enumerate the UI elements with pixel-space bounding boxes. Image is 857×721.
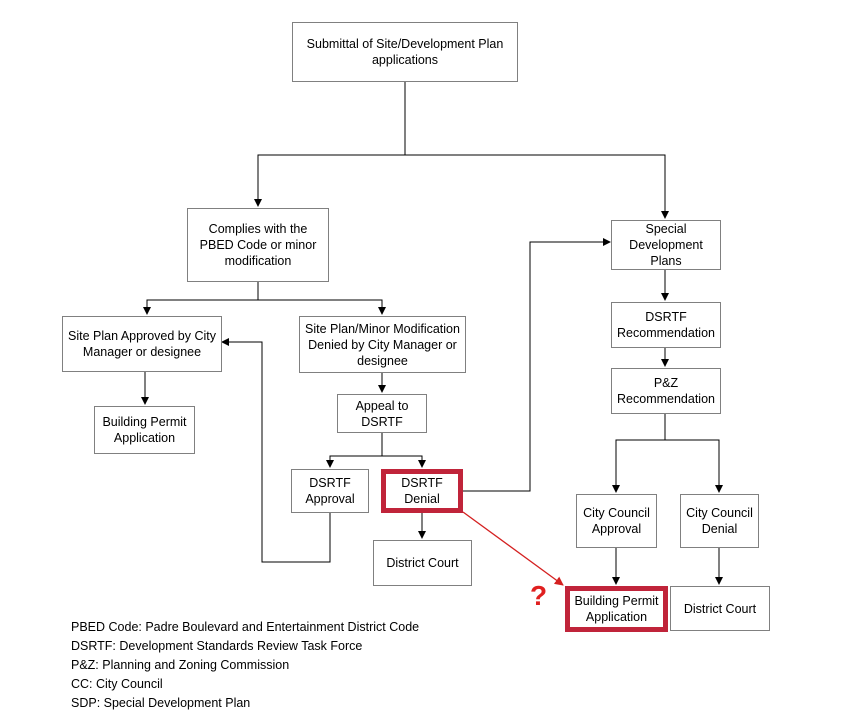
box-complies: Complies with the PBED Code or minor mod…	[187, 208, 329, 282]
box-site-plan-approved: Site Plan Approved by City Manager or de…	[62, 316, 222, 372]
box-dsrtf-recommendation: DSRTF Recommendation	[611, 302, 721, 348]
box-submittal: Submittal of Site/Development Plan appli…	[292, 22, 518, 82]
legend-item-dsrtf: DSRTF: Development Standards Review Task…	[71, 639, 363, 653]
question-mark: ?	[530, 580, 548, 611]
connector-to-site-denied	[258, 299, 386, 315]
legend-item-pz: P&Z: Planning and Zoning Commission	[71, 658, 290, 672]
box-city-council-denial: City Council Denial	[680, 494, 759, 548]
connector-denial-to-special	[463, 238, 611, 492]
box-dsrtf-denial: DSRTF Denial	[381, 469, 463, 513]
box-building-permit-right: Building Permit Application	[565, 586, 668, 632]
connector-complies-split	[143, 282, 259, 315]
legend-item-pbed: PBED Code: Padre Boulevard and Entertain…	[71, 620, 420, 634]
box-special-development-plans: Special Development Plans	[611, 220, 721, 270]
legend-item-cc: CC: City Council	[71, 677, 163, 691]
legend: PBED Code: Padre Boulevard and Entertain…	[71, 618, 419, 713]
box-dsrtf-approval: DSRTF Approval	[291, 469, 369, 513]
connector-to-special-plans	[405, 154, 669, 219]
connector-appeal-split	[326, 433, 383, 468]
connector-submittal-split	[254, 82, 406, 207]
box-site-plan-denied: Site Plan/Minor Modification Denied by C…	[299, 316, 466, 373]
connector-approval-loop	[221, 338, 331, 563]
red-arrow	[462, 511, 564, 586]
box-building-permit-left: Building Permit Application	[94, 406, 195, 454]
box-appeal-dsrtf: Appeal to DSRTF	[337, 394, 427, 433]
legend-item-sdp: SDP: Special Development Plan	[71, 696, 251, 710]
box-pz-recommendation: P&Z Recommendation	[611, 368, 721, 414]
box-district-court-mid: District Court	[373, 540, 472, 586]
connector-to-dsrtf-denial	[382, 455, 426, 468]
connector-pz-split	[612, 414, 666, 493]
box-district-court-right: District Court	[670, 586, 770, 631]
box-city-council-approval: City Council Approval	[576, 494, 657, 548]
connector-to-council-denial	[665, 439, 723, 493]
